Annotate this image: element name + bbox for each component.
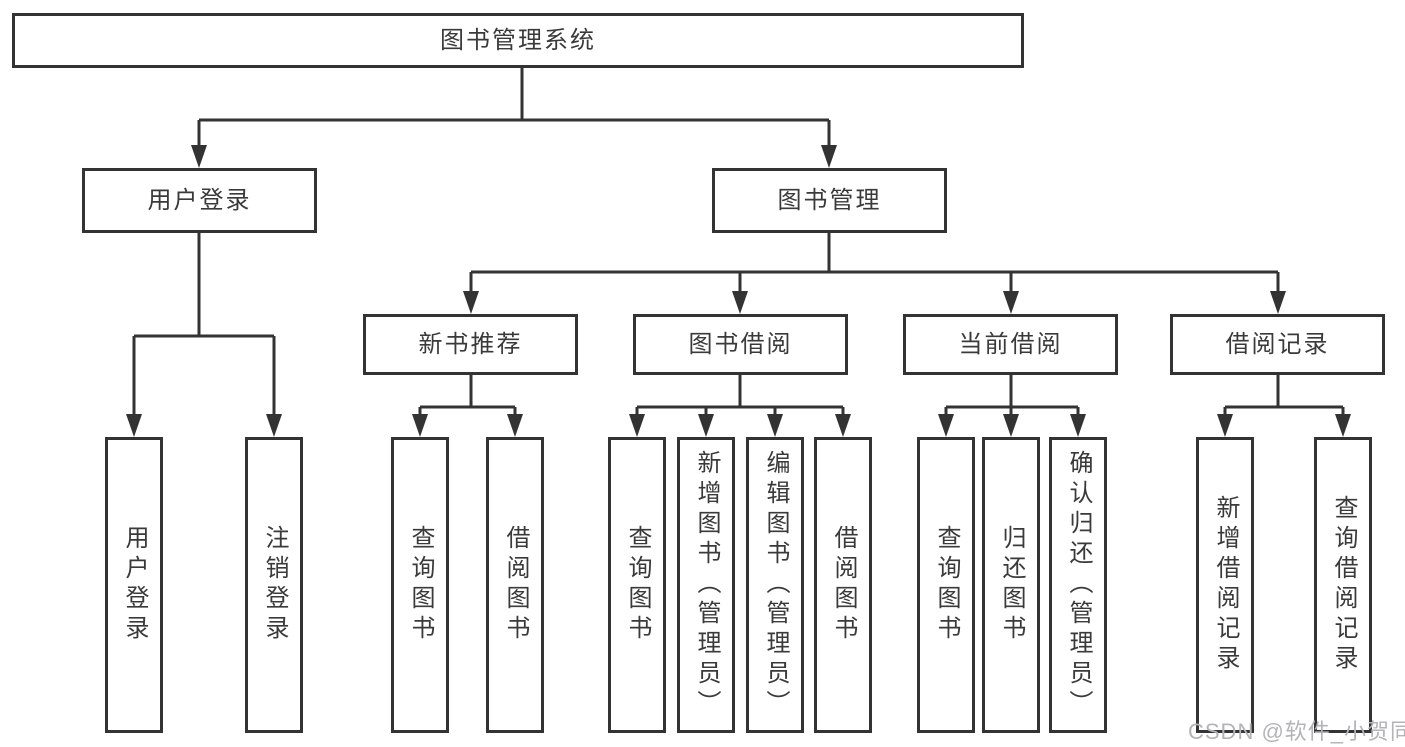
leaf-query-borrow-record: 查询借阅记录	[1314, 437, 1372, 733]
node-book-borrowing: 图书借阅	[633, 314, 848, 375]
leaf-query-books-borrow: 查询图书	[608, 437, 666, 733]
arrowheads	[126, 145, 1351, 437]
leaf-return-books: 归还图书	[982, 437, 1040, 733]
tree-edges	[132, 68, 1345, 415]
node-library-system: 图书管理系统	[12, 13, 1024, 68]
leaf-query-books-recommend: 查询图书	[391, 437, 449, 733]
csdn-watermark: CSDN @软件_小贺同学	[1188, 719, 1405, 744]
node-user-login: 用户登录	[82, 168, 317, 233]
leaf-confirm-return-admin: 确认归还（管理员）	[1049, 437, 1107, 733]
leaf-borrow-books: 借阅图书	[814, 437, 872, 733]
node-new-book-recommendation: 新书推荐	[363, 314, 578, 375]
leaf-add-books-admin: 新增图书（管理员）	[677, 437, 735, 733]
node-borrowing-records: 借阅记录	[1170, 314, 1385, 375]
node-book-management: 图书管理	[712, 168, 947, 233]
leaf-logout: 注销登录	[245, 437, 303, 733]
leaf-add-borrow-record: 新增借阅记录	[1196, 437, 1254, 733]
node-current-borrowing: 当前借阅	[903, 314, 1118, 375]
leaf-borrow-books-recommend: 借阅图书	[486, 437, 544, 733]
leaf-edit-books-admin: 编辑图书（管理员）	[746, 437, 804, 733]
leaf-query-books-current: 查询图书	[917, 437, 975, 733]
leaf-user-login: 用户登录	[105, 437, 163, 733]
